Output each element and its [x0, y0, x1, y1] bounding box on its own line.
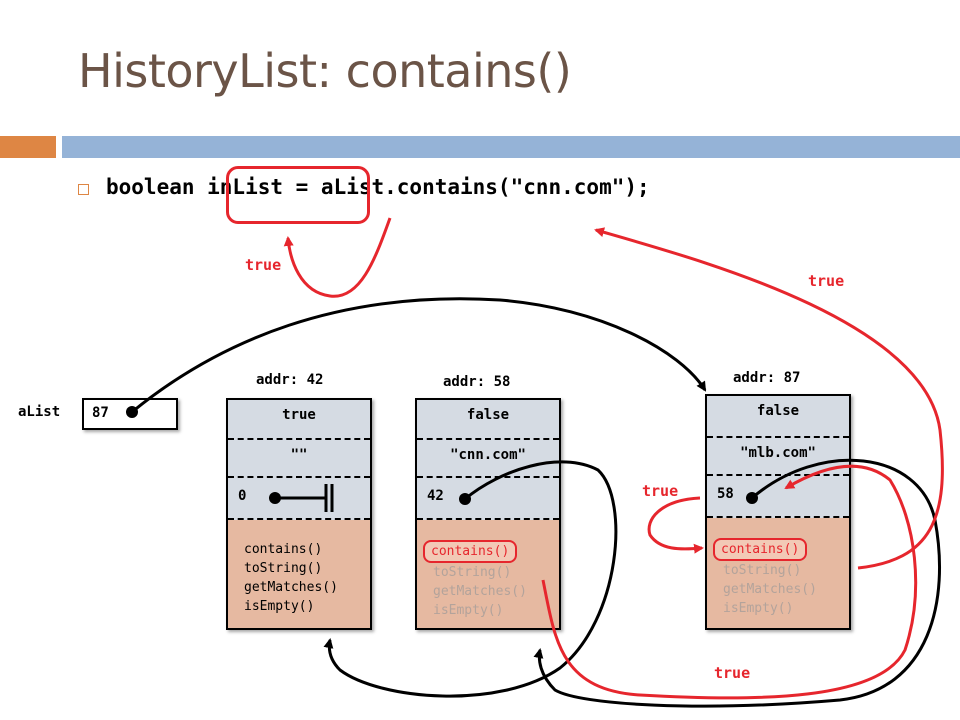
arrow-node-58-result-to-node-87 — [541, 464, 918, 700]
node-58-method-contains: contains() — [423, 540, 518, 563]
node-87-method-contains: contains() — [713, 538, 808, 561]
node-87-data: "mlb.com" — [740, 445, 816, 461]
node-58-data-cell: "cnn.com" — [417, 440, 559, 478]
inlist-highlight — [226, 166, 370, 224]
node-42-method-tostring: toString() — [244, 561, 323, 576]
label-true-return-top: true — [808, 272, 845, 290]
node-42-address: addr: 42 — [256, 372, 324, 388]
bullet-square-icon — [78, 184, 89, 195]
accent-bar-blue — [62, 136, 960, 158]
slide-title: HistoryList: contains() — [78, 44, 572, 98]
node-87-flag-cell: false — [707, 396, 849, 438]
node-42-methods: contains() toString() getMatches() isEmp… — [228, 520, 370, 628]
node-58-next: 42 — [427, 488, 444, 504]
node-58: false "cnn.com" 42 contains() toString()… — [415, 398, 561, 630]
node-87-method-isempty: isEmpty() — [723, 601, 794, 616]
arrow-alist-to-node-87 — [131, 297, 707, 414]
arrow-node-58-to-node-42 — [323, 460, 618, 698]
node-87-methods: contains() toString() getMatches() isEmp… — [707, 518, 849, 628]
node-42-method-isempty: isEmpty() — [244, 599, 315, 614]
arrow-call-node-87-contains — [647, 496, 704, 554]
node-58-address: addr: 58 — [443, 374, 511, 390]
node-58-methods: contains() toString() getMatches() isEmp… — [417, 520, 559, 628]
node-58-flag: false — [466, 407, 510, 423]
node-58-flag-cell: false — [417, 400, 559, 440]
node-87-flag: false — [756, 403, 800, 419]
node-87-method-getmatches: getMatches() — [723, 582, 817, 597]
label-true-left-node3: true — [642, 482, 679, 500]
node-87-next-cell: 58 — [707, 476, 849, 518]
label-true-bottom: true — [714, 664, 751, 682]
null-ground-icon — [324, 484, 334, 512]
label-true-inlist: true — [245, 256, 282, 274]
node-42-method-getmatches: getMatches() — [244, 580, 338, 595]
node-87-method-tostring: toString() — [723, 563, 802, 578]
node-87-data-cell: "mlb.com" — [707, 438, 849, 476]
node-42-data-cell: "" — [228, 440, 370, 478]
alist-variable-label: aList — [18, 404, 61, 420]
node-58-next-cell: 42 — [417, 478, 559, 520]
node-42: true "" 0 contains() toString() getMatch… — [226, 398, 372, 630]
node-58-method-isempty: isEmpty() — [433, 603, 504, 618]
node-42-next: 0 — [238, 488, 247, 504]
node-87-address: addr: 87 — [733, 370, 801, 386]
arrow-return-to-call — [594, 227, 944, 570]
alist-reference-value: 87 — [92, 405, 109, 421]
node-58-method-getmatches: getMatches() — [433, 584, 527, 599]
code-statement: boolean inList = aList.contains("cnn.com… — [106, 175, 650, 199]
node-87: false "mlb.com" 58 contains() toString()… — [705, 394, 851, 630]
accent-bar-orange — [0, 136, 56, 158]
node-58-data: "cnn.com" — [450, 447, 526, 463]
node-42-method-contains: contains() — [244, 542, 323, 557]
node-42-data: "" — [290, 447, 308, 463]
node-42-flag-cell: true — [228, 400, 370, 440]
node-42-flag: true — [282, 407, 316, 423]
arrow-return-to-inlist — [283, 217, 392, 298]
node-87-next: 58 — [717, 486, 734, 502]
arrow-node-87-to-node-58 — [533, 458, 941, 708]
node-58-method-tostring: toString() — [433, 565, 512, 580]
